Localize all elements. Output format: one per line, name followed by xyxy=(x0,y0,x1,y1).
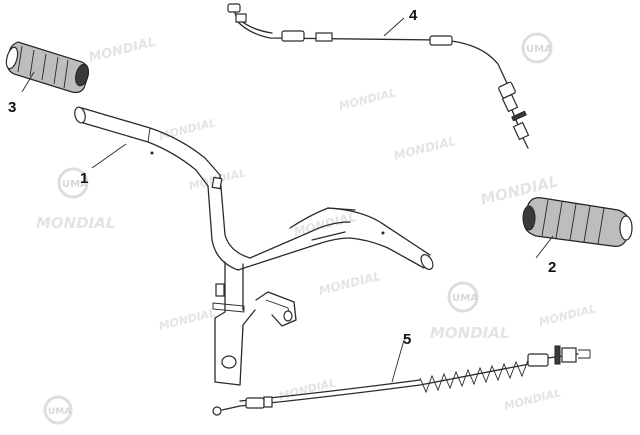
watermark-logo: UMA xyxy=(521,32,553,64)
watermark-brand: MONDIAL xyxy=(538,302,598,329)
watermark-brand: MONDIAL xyxy=(158,306,218,333)
watermark-logo: UMA xyxy=(447,281,479,313)
svg-text:UMA: UMA xyxy=(526,44,552,55)
watermark-brand: MONDIAL xyxy=(292,210,357,239)
part-right-grip xyxy=(522,197,633,247)
watermark-brand: MONDIAL xyxy=(430,324,509,342)
callout-1: 1 xyxy=(80,170,88,187)
watermark-brand: MONDIAL xyxy=(392,134,457,163)
watermark-brand: MONDIAL xyxy=(87,35,157,66)
watermark-brand: MONDIAL xyxy=(36,214,115,232)
watermark-brand: MONDIAL xyxy=(338,86,398,113)
callout-5: 5 xyxy=(403,331,411,348)
part-brake-cable xyxy=(212,345,591,416)
leader-lines xyxy=(21,17,554,383)
watermark-brand: MONDIAL xyxy=(158,116,218,143)
callout-3: 3 xyxy=(8,99,16,116)
part-throttle-cable xyxy=(227,3,530,149)
part-left-grip xyxy=(5,41,89,94)
svg-text:UMA: UMA xyxy=(62,179,88,190)
part-handlebar xyxy=(74,106,434,386)
watermark-logo: UMA xyxy=(57,167,89,199)
callout-4: 4 xyxy=(409,7,418,24)
watermark-brand: MONDIAL xyxy=(503,386,563,413)
svg-text:UMA: UMA xyxy=(48,407,71,417)
callout-2: 2 xyxy=(548,259,556,276)
watermark-brand: MONDIAL xyxy=(317,269,382,298)
watermark-logo: UMA xyxy=(43,395,73,425)
svg-text:UMA: UMA xyxy=(452,293,478,304)
